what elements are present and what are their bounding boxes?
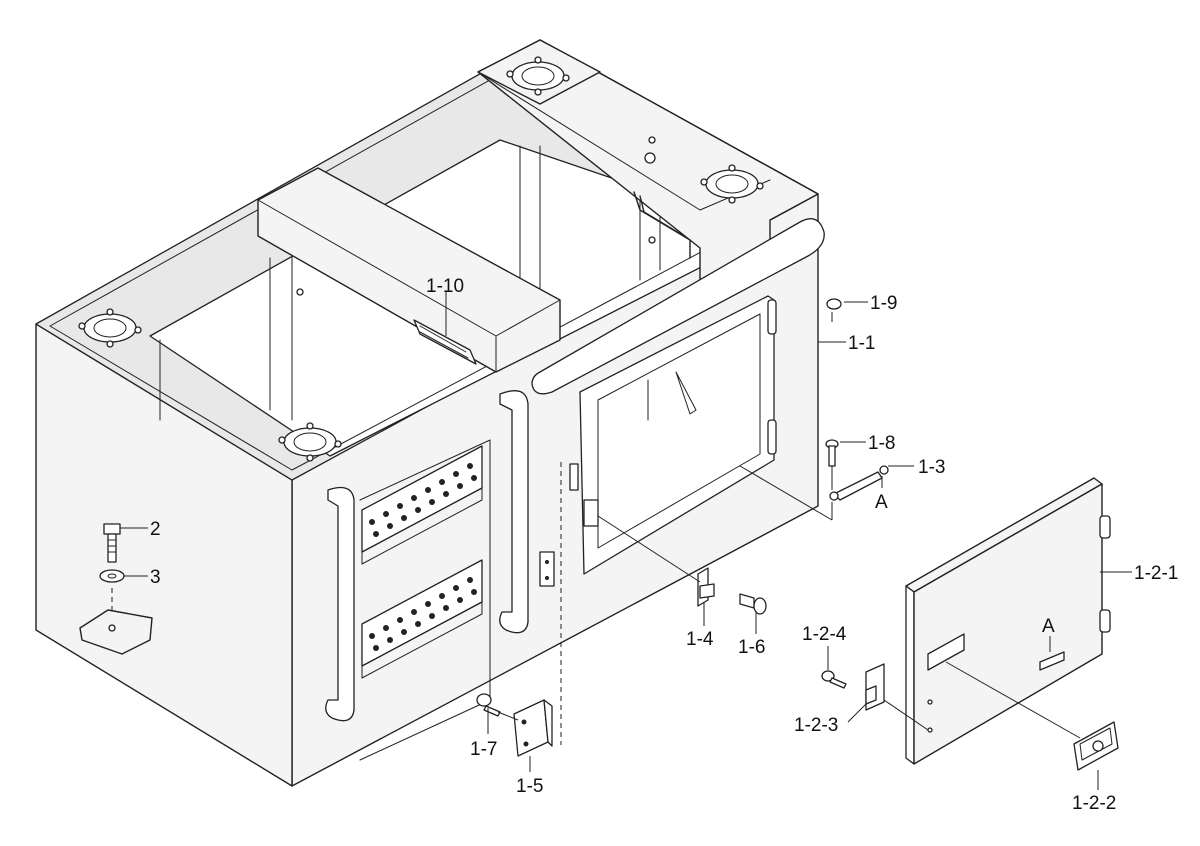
label-1-10: 1-10 <box>426 276 464 297</box>
label-1-2-4: 1-2-4 <box>802 624 847 645</box>
cabinet-frame <box>35 39 825 787</box>
mount-ring-front <box>278 422 342 462</box>
top-rail-handle <box>531 218 825 395</box>
door-hinge-upper <box>1099 515 1111 539</box>
label-1-7: 1-7 <box>470 739 497 760</box>
door-panel-1-2-1 <box>905 477 1111 765</box>
mount-ring-back <box>506 56 570 96</box>
part-1-8-screw <box>825 439 839 467</box>
door-hinge-lower <box>1099 609 1111 633</box>
face-tab <box>583 499 599 527</box>
label-1-2-2: 1-2-2 <box>1072 793 1116 814</box>
leader-lines <box>120 292 1132 790</box>
face-slot <box>569 463 579 491</box>
mount-ring-top-left <box>78 308 142 348</box>
face-bracket <box>539 551 555 587</box>
label-A-latch: A <box>875 492 888 513</box>
floor-pad <box>79 609 153 655</box>
label-1-5: 1-5 <box>516 776 543 797</box>
center-vertical-handle <box>499 390 529 634</box>
part-1-9-washer <box>826 298 842 310</box>
label-1-2-3: 1-2-3 <box>794 715 838 736</box>
label-1-8: 1-8 <box>868 433 895 454</box>
part-1-2-4-screw <box>821 670 847 689</box>
label-A-door: A <box>1042 616 1055 637</box>
label-1-1: 1-1 <box>848 333 875 354</box>
part-3-washer <box>99 569 125 583</box>
part-1-2-3-bracket <box>865 663 885 711</box>
label-1-6: 1-6 <box>738 637 765 658</box>
label-1-9: 1-9 <box>870 293 897 314</box>
left-face-handle <box>325 486 355 722</box>
part-2-bolt <box>103 523 121 563</box>
handle-1-10 <box>413 319 477 365</box>
label-1-3: 1-3 <box>918 457 945 478</box>
mount-ring-right <box>700 164 764 204</box>
cabinet-center-beam <box>257 167 561 373</box>
label-1-4: 1-4 <box>686 629 714 650</box>
part-1-4-clip <box>697 567 715 607</box>
label-2: 2 <box>150 519 161 540</box>
part-1-5-bracket <box>513 699 553 757</box>
vent-rack-lower <box>361 559 483 679</box>
door-cutout <box>927 633 965 671</box>
label-1-2-1: 1-2-1 <box>1134 563 1178 584</box>
cabinet-door-opening <box>579 295 775 575</box>
part-1-6-screw <box>739 593 767 615</box>
callout-labels: 1-10 1-9 1-1 1-8 1-3 A 2 3 1-4 1-6 1-2-1… <box>150 276 1178 814</box>
vent-rack-upper <box>361 445 483 565</box>
label-3: 3 <box>150 567 161 588</box>
door-catch-A <box>1039 651 1065 671</box>
part-1-2-2-lock <box>1073 721 1119 771</box>
